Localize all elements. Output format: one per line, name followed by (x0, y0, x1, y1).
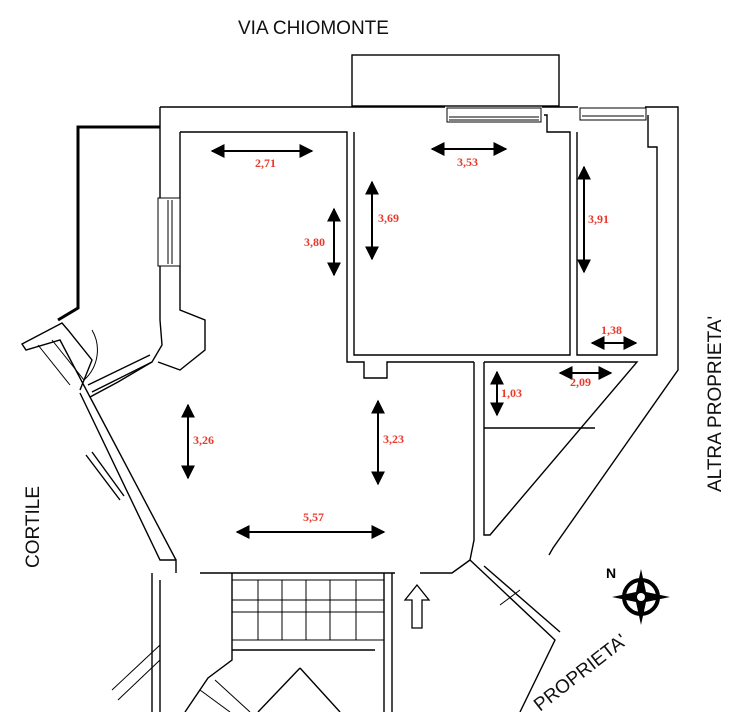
courtyard-label: CORTILE (23, 486, 44, 568)
dim-label: 3,69 (378, 211, 399, 225)
compass-north-label: N (606, 565, 616, 581)
compass-icon (612, 569, 670, 625)
dim-label: 3,23 (383, 432, 404, 446)
stairwell (111, 573, 393, 712)
entry-door (37, 329, 98, 386)
dim-label: 5,57 (303, 510, 324, 524)
dimension-labels: 2,71 3,53 3,80 3,69 3,91 1,38 1,03 2,09 … (193, 155, 622, 524)
dim-label: 1,03 (501, 386, 522, 400)
dim-label: 3,53 (457, 155, 478, 169)
right-neighbor-label: ALTRA PROPRIETA' (705, 316, 726, 492)
dim-label: 3,91 (588, 212, 609, 226)
dim-label: 3,26 (193, 433, 214, 447)
courtyard-boundary (57, 125, 160, 322)
bottom-neighbor-label: PROPRIETA' (530, 630, 631, 712)
balcony (351, 54, 560, 107)
dimension-arrows (181, 142, 638, 539)
outer-walls (20, 106, 679, 574)
entry-arrow-icon (403, 583, 431, 629)
dim-label: 2,71 (255, 156, 276, 170)
windows (85, 107, 647, 501)
annex (469, 559, 561, 712)
dim-label: 3,80 (304, 235, 325, 249)
street-label: VIA CHIOMONTE (238, 18, 389, 39)
dim-label: 1,38 (601, 323, 622, 337)
dim-label: 2,09 (570, 375, 591, 389)
